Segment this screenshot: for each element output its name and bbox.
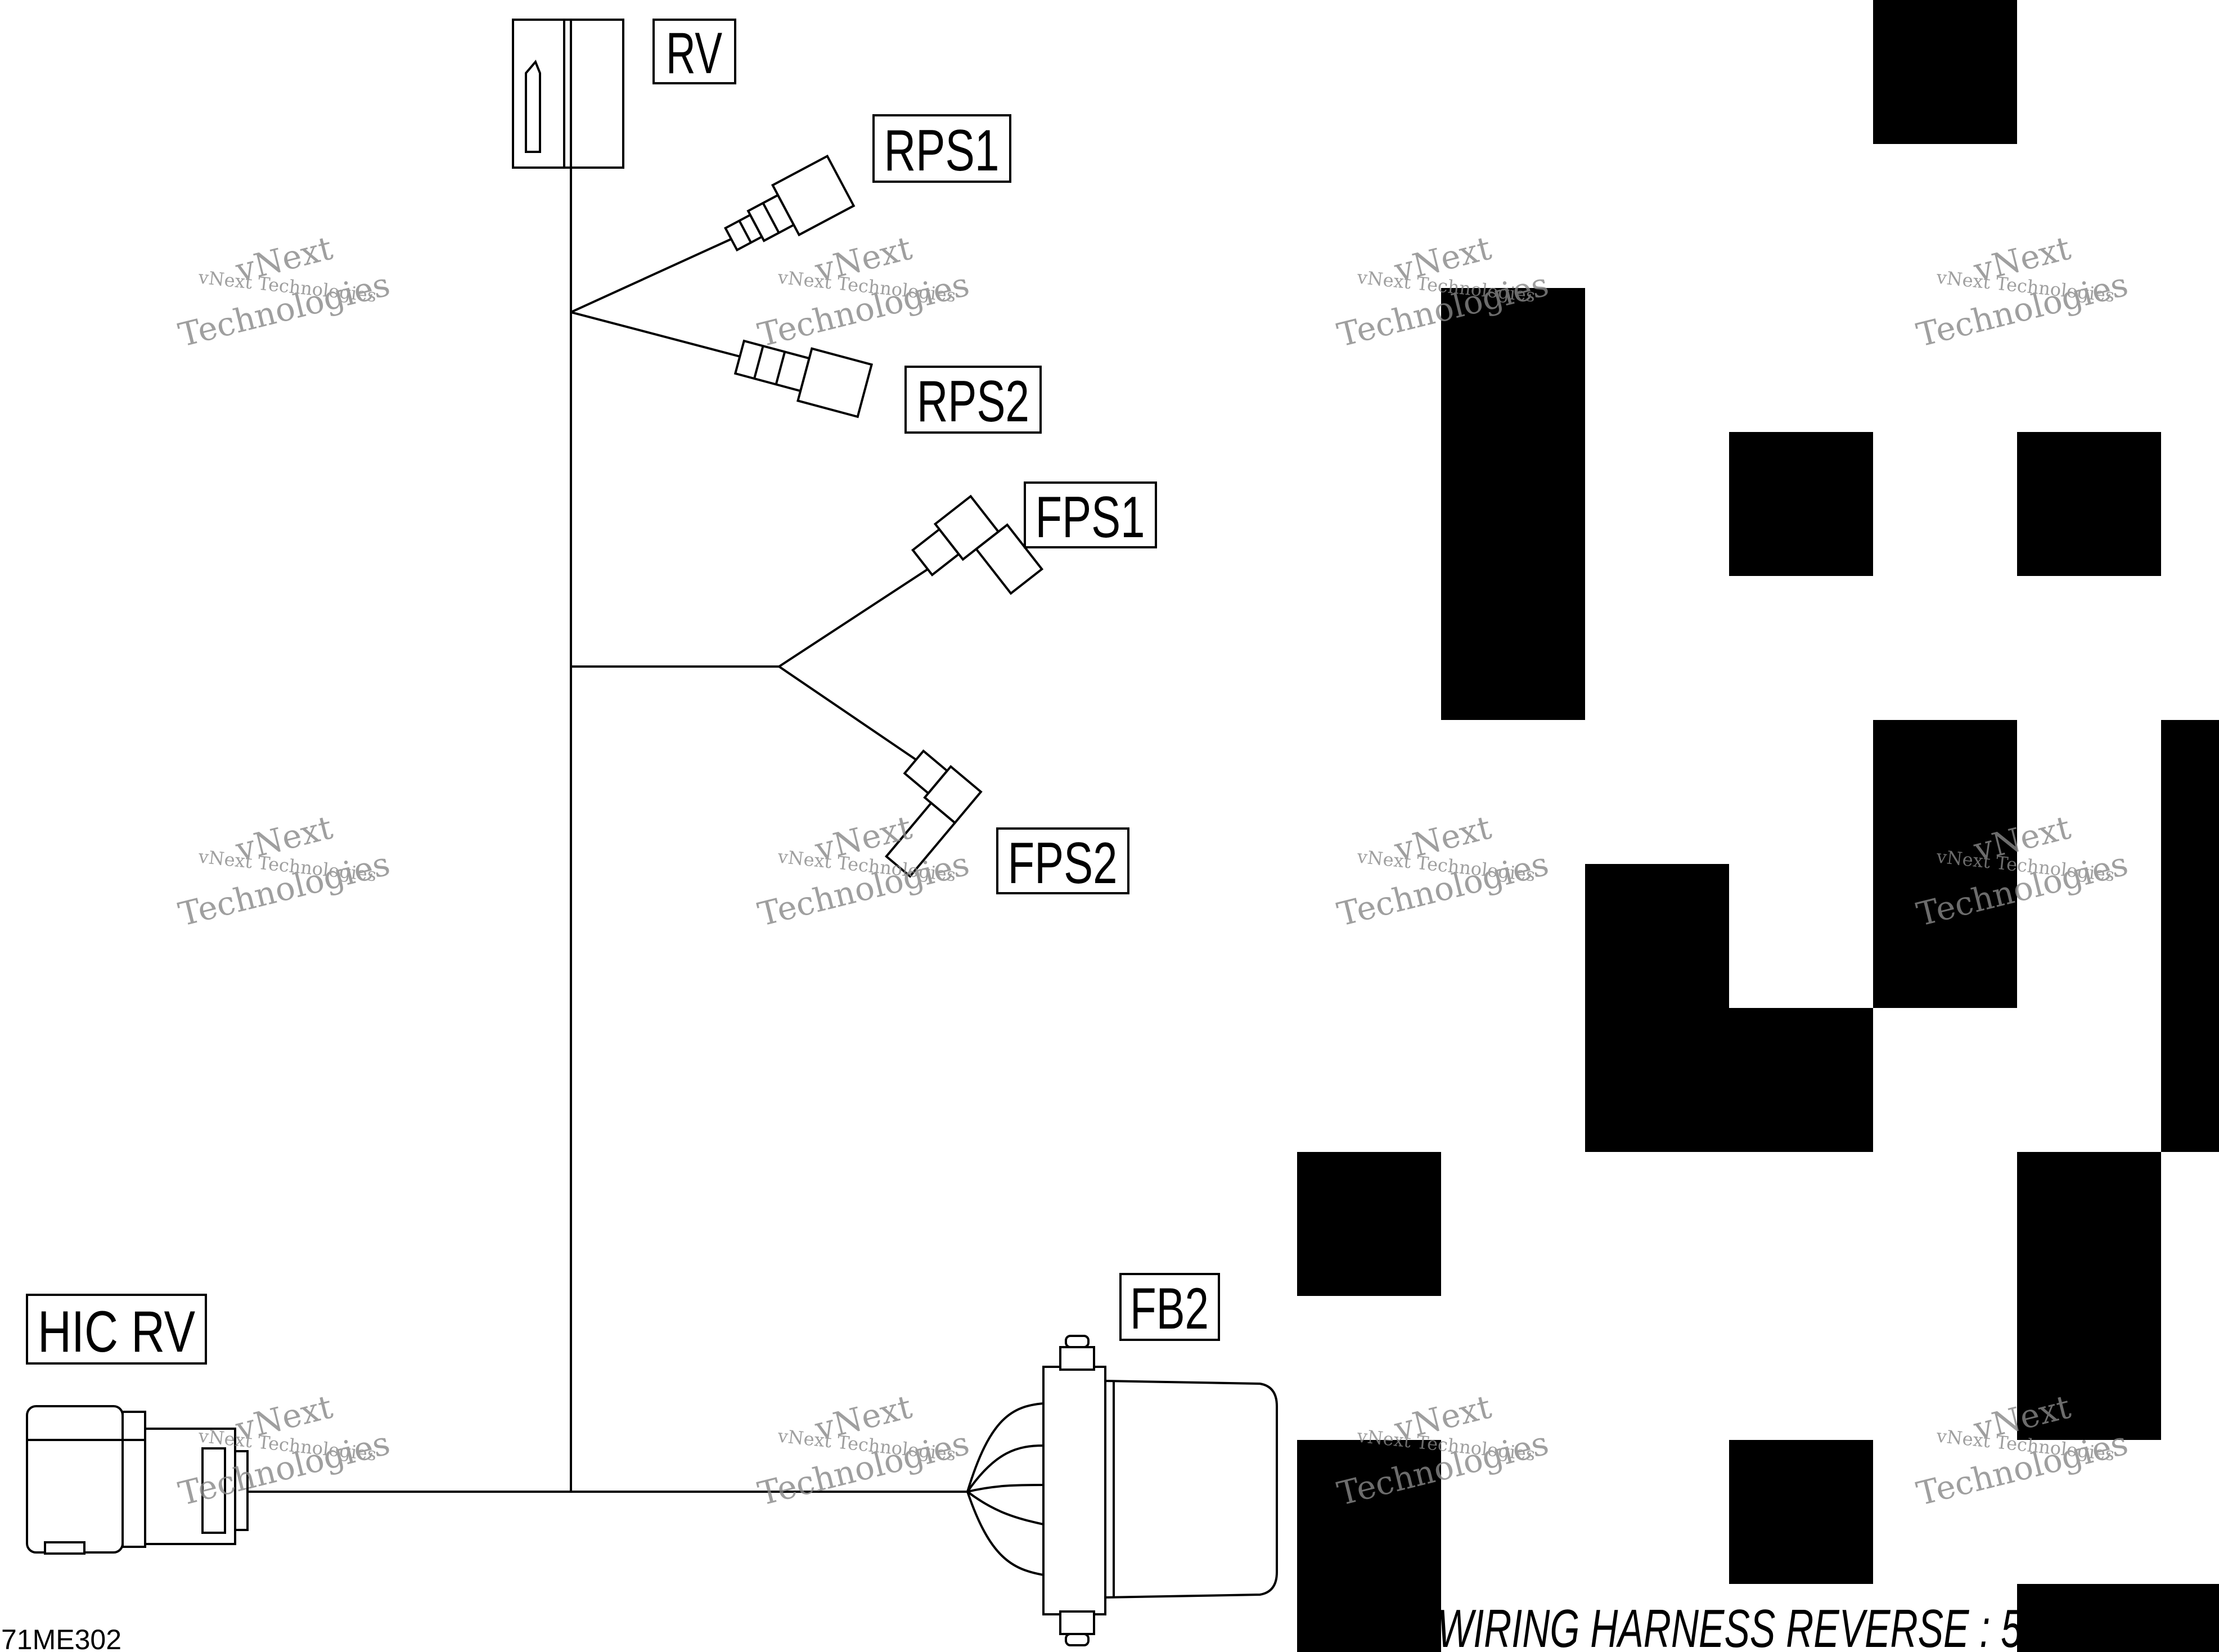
qr-blocks — [1297, 0, 2219, 1652]
labels: RV RPS1 RPS2 FPS1 FPS2 HIC RV FB2 — [26, 19, 1220, 1365]
hic-rv-connector — [26, 1405, 249, 1555]
qr-block — [1729, 1440, 1873, 1584]
label-hic-rv: HIC RV — [26, 1294, 207, 1365]
qr-block — [1441, 288, 1585, 720]
qr-block — [1729, 432, 1873, 576]
rps2-connector — [733, 339, 874, 418]
qr-block — [1729, 1008, 1873, 1152]
qr-block — [1873, 720, 2017, 1008]
rv-connector — [512, 19, 624, 169]
qr-block — [2017, 1152, 2161, 1440]
rps1-connector — [723, 154, 856, 252]
label-rv: RV — [652, 19, 736, 86]
label-rps2: RPS2 — [904, 366, 1042, 434]
qr-block — [1297, 1440, 1441, 1652]
rps2-wire — [570, 311, 743, 358]
label-fb2-text: FB2 — [1130, 1276, 1209, 1342]
label-fps1-text: FPS1 — [1036, 485, 1145, 550]
diagram-caption: WIRING HARNESS REVERSE : 5 — [1437, 1599, 2022, 1652]
qr-block — [2017, 1584, 2219, 1652]
label-fps1: FPS1 — [1024, 481, 1157, 550]
qr-block — [1585, 864, 1729, 1152]
fps2-wire — [778, 665, 921, 763]
label-rps1: RPS1 — [872, 114, 1011, 183]
qr-block — [1297, 1152, 1441, 1296]
fps2-connector — [884, 749, 983, 878]
rps1-wire — [570, 238, 732, 313]
qr-block — [2017, 432, 2161, 576]
fps1-connector — [911, 494, 1044, 595]
label-rps2-text: RPS2 — [917, 369, 1029, 434]
label-rps1-text: RPS1 — [884, 118, 1000, 183]
label-fps2-text: FPS2 — [1008, 831, 1118, 896]
harness-wires — [247, 168, 967, 1493]
qr-block — [1873, 0, 2017, 144]
fps1-wire — [778, 564, 935, 668]
fb2-connector — [966, 1335, 1278, 1646]
label-hic-rv-text: HIC RV — [38, 1299, 195, 1365]
qr-block — [2161, 720, 2219, 1152]
label-fb2: FB2 — [1119, 1273, 1220, 1342]
label-fps2: FPS2 — [996, 827, 1129, 896]
label-rv-text: RV — [666, 21, 722, 86]
figure-code: 71ME302 — [1, 1624, 121, 1652]
